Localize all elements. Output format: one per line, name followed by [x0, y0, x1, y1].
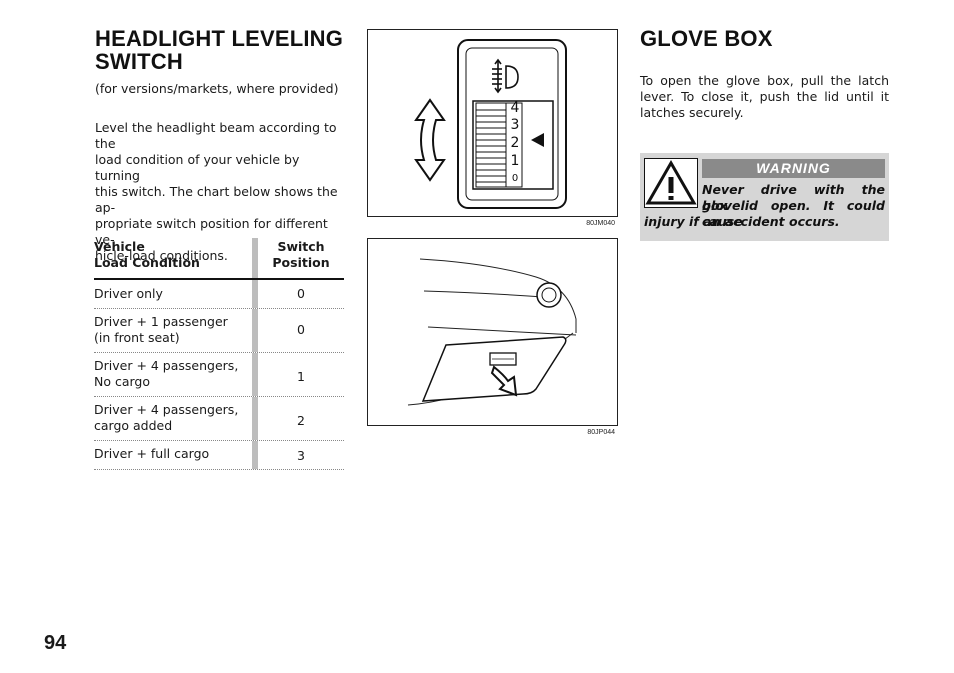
- table-header: Vehicle Load Condition Switch Position: [94, 238, 344, 280]
- row-condition: Driver + 4 passengers, cargo added: [94, 402, 238, 434]
- header-position: Switch Position: [256, 239, 346, 271]
- warning-line: injury if an accident occurs.: [644, 214, 840, 229]
- table-row: Driver + 4 passengers, cargo added 2: [94, 397, 344, 441]
- dial-number: 3: [511, 117, 520, 133]
- header-text: Load Condition: [94, 255, 200, 270]
- column-divider: [252, 441, 258, 469]
- row-condition: Driver + 4 passengers, No cargo: [94, 358, 238, 390]
- dial-number: 0: [512, 173, 518, 184]
- table-row: Driver + full cargo 3: [94, 441, 344, 470]
- paragraph-line: load condition of your vehicle by turnin…: [95, 152, 300, 183]
- row-condition: Driver + full cargo: [94, 446, 210, 461]
- column-divider: [252, 238, 258, 278]
- paragraph-line: Level the headlight beam according to th…: [95, 120, 337, 151]
- dial-number: 1: [511, 153, 520, 169]
- headlight-switch-figure: 4 3 2 1 0 80JM040: [367, 29, 618, 227]
- dial-number: 2: [511, 135, 520, 151]
- paragraph-line: propriate switch position for different …: [95, 216, 328, 247]
- warning-line: Never drive with the glove: [702, 182, 885, 213]
- dial-number: 4: [511, 100, 520, 116]
- paragraph-line: latches securely.: [640, 105, 744, 120]
- section-title-glove-box: GLOVE BOX: [640, 26, 773, 51]
- headlight-leveling-icon: [492, 58, 519, 94]
- row-position: 0: [297, 322, 305, 337]
- pull-arrow-icon: [490, 365, 518, 397]
- column-divider: [252, 280, 258, 308]
- condition-line: Driver + 4 passengers,: [94, 358, 239, 373]
- figure-code: 80JP044: [587, 429, 615, 436]
- row-position: 0: [297, 286, 305, 301]
- figure-code: 80JM040: [586, 220, 615, 227]
- pointer-icon: [531, 133, 544, 147]
- title-line-2: SWITCH: [95, 49, 183, 74]
- table-row: Driver + 4 passengers, No cargo 1: [94, 353, 344, 397]
- condition-line: (in front seat): [94, 330, 180, 345]
- condition-line: cargo added: [94, 418, 173, 433]
- page-number: 94: [44, 632, 67, 654]
- header-text: Switch: [277, 239, 325, 254]
- rotate-arrow-icon: [414, 98, 446, 182]
- header-text: Position: [272, 255, 330, 270]
- column-divider: [252, 397, 258, 440]
- header-condition: Vehicle Load Condition: [94, 239, 200, 271]
- table-row: Driver only 0: [94, 280, 344, 309]
- switch-illustration: 4 3 2 1 0: [414, 39, 567, 209]
- table-row: Driver + 1 passenger (in front seat) 0: [94, 309, 344, 353]
- paragraph-line: lever. To close it, push the lid until i…: [640, 89, 889, 104]
- condition-line: Driver + 4 passengers,: [94, 402, 239, 417]
- paragraph-line: To open the glove box, pull the latch: [640, 73, 889, 88]
- glove-box-figure: 80JP044: [367, 238, 618, 436]
- row-position: 2: [297, 413, 305, 428]
- headlight-paragraph: Level the headlight beam according to th…: [95, 120, 345, 264]
- condition-line: Driver + 1 passenger: [94, 314, 228, 329]
- section-title-headlight: HEADLIGHT LEVELING SWITCH: [95, 27, 343, 73]
- glove-box-paragraph: To open the glove box, pull the latch le…: [640, 73, 889, 121]
- paragraph-line: this switch. The chart below shows the a…: [95, 184, 338, 215]
- row-position: 3: [297, 448, 305, 463]
- warning-icon: [644, 158, 698, 208]
- warning-line: box lid open. It could cause: [702, 198, 885, 229]
- subtitle: (for versions/markets, where provided): [95, 81, 339, 96]
- row-position: 1: [297, 369, 305, 384]
- glove-box-illustration: [407, 258, 577, 406]
- row-condition: Driver + 1 passenger (in front seat): [94, 314, 228, 346]
- title-line-1: HEADLIGHT LEVELING: [95, 26, 344, 51]
- paragraph-line: hicle-load conditions.: [95, 248, 228, 263]
- row-condition: Driver only: [94, 286, 163, 301]
- column-divider: [252, 309, 258, 352]
- load-condition-table: Vehicle Load Condition Switch Position D…: [94, 238, 344, 470]
- header-text: Vehicle: [94, 239, 145, 254]
- condition-line: No cargo: [94, 374, 151, 389]
- warning-title: WARNING: [702, 159, 885, 178]
- column-divider: [252, 353, 258, 396]
